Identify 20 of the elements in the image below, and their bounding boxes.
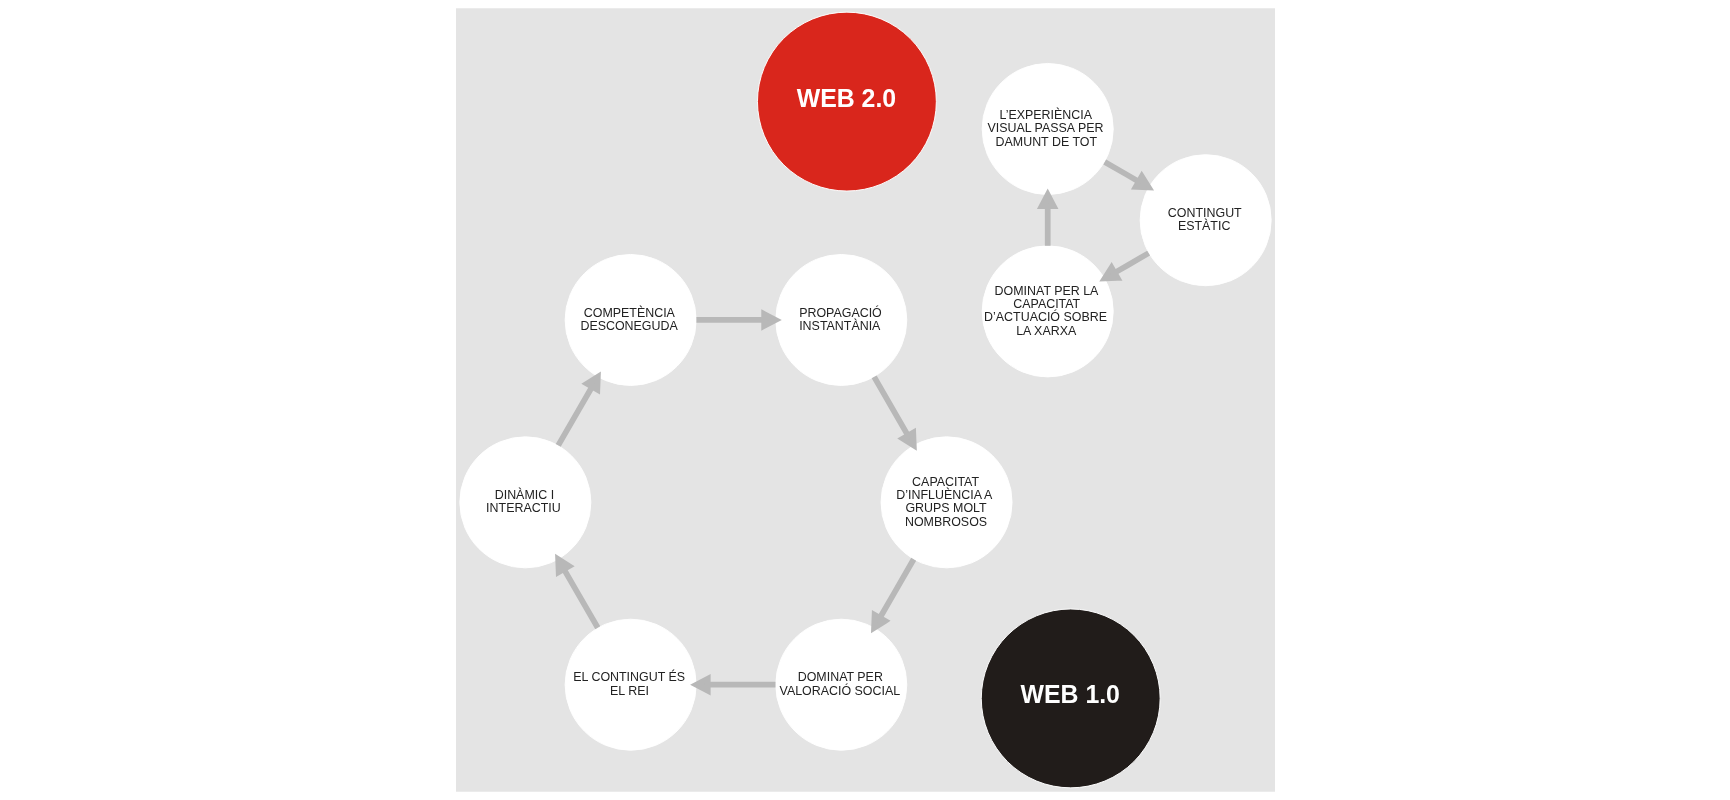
arrow [695,309,782,331]
arrow [554,553,600,630]
arrow [1098,250,1150,282]
node-circle: DINÀMIC I INTERACTIU [458,436,591,569]
arrow [871,375,917,451]
node-circle: PROPAGACIÓ INSTANTÀNIA [774,253,907,386]
node-circle: CONTINGUT ESTÀTIC [1139,154,1272,287]
node-circle: CAPACITAT D’INFLUÈNCIA A GRUPS MOLT NOMBROSOS [880,436,1013,569]
arrow [689,673,775,696]
node-circle: COMPETÈNCIA DESCONEGUDA [564,253,697,386]
node-circle: DOMINAT PER LA CAPACITAT D’ACTUACIÓ SOBRE LA XARXA [981,245,1114,378]
node-circle: L’EXPERIÈNCIA VISUAL PASSA PER DAMUNT DE TOT [981,63,1114,195]
arrow [1036,188,1058,246]
arrow [870,557,916,634]
arrow [1102,159,1154,191]
node-circle: DOMINAT PER VALORACIÓ SOCIAL [774,618,907,751]
node-circle: WEB 2.0 [756,11,937,192]
node-circle: EL CONTINGUT ÉS EL REI [564,618,697,751]
arrow [555,371,601,447]
node-circle: WEB 1.0 [980,608,1161,789]
